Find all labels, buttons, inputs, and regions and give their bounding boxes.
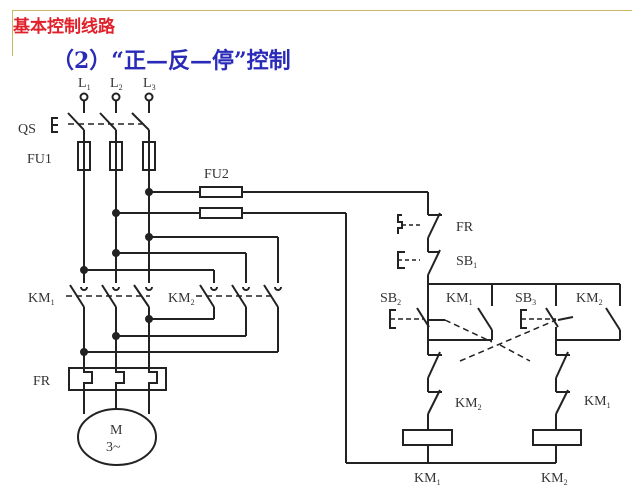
control-circuit: FR SB1 SB2 KM1 [346, 192, 621, 487]
interlock2-label: KM1 [584, 394, 611, 410]
fr-main-label: FR [33, 374, 51, 389]
motor-label: M [110, 423, 123, 438]
phase-wires [83, 170, 150, 283]
sb1-stop-button: SB1 [397, 249, 477, 346]
phase-label-l2: L2 [110, 76, 123, 92]
km1-main-label: KM1 [28, 291, 55, 307]
coil1-label: KM1 [414, 471, 441, 487]
fr-nc-contact: FR [397, 212, 474, 252]
section-title: 基本控制线路 [13, 17, 115, 37]
fr-contact-label: FR [456, 220, 474, 235]
slide-top-border [12, 10, 632, 11]
right-rung: KM1 [532, 346, 611, 463]
terminal-l1 [79, 92, 89, 102]
interlock1-label: KM2 [455, 396, 482, 412]
qs-label: QS [18, 122, 36, 137]
terminal-l3 [144, 92, 154, 102]
fu2-fuses: FU2 [112, 167, 428, 463]
fr-thermal-relay: FR [33, 367, 167, 414]
km2-main-contacts: KM2 [80, 284, 282, 356]
terminal-l2 [111, 92, 121, 102]
left-rung: KM2 [402, 346, 482, 463]
sb2-forward-button: SB2 [380, 291, 493, 343]
qs-switch: QS [18, 112, 150, 142]
coil-km1 [402, 429, 453, 446]
km2-feeder-wires [80, 233, 279, 283]
sb3-reverse-button: SB3 [515, 291, 574, 346]
phase-label-l1: L1 [78, 76, 91, 92]
motor: M 3~ [77, 408, 157, 466]
fu1-label: FU1 [27, 152, 52, 167]
slide-left-border [12, 10, 13, 56]
coil2-label: KM2 [541, 471, 568, 487]
km2-hold-label: KM2 [576, 291, 603, 307]
phase-label-l3: L3 [143, 76, 156, 92]
sb2-label: SB2 [380, 291, 401, 307]
sb1-label: SB1 [456, 254, 477, 270]
motor-symbol [77, 408, 157, 466]
fu1-fuses: FU1 [27, 141, 156, 171]
motor-phase-label: 3~ [106, 440, 121, 455]
km1-main-contacts: KM1 [28, 284, 153, 370]
km1-hold-contact: KM1 [446, 291, 493, 340]
coil-km2 [532, 429, 582, 446]
km2-hold-contact: KM2 [576, 291, 621, 340]
sb3-label: SB3 [515, 291, 536, 307]
km1-hold-label: KM1 [446, 291, 473, 307]
phase-terminals [79, 92, 154, 113]
subtitle: （2）“正—反—停”控制 [52, 48, 291, 74]
km2-main-label: KM2 [168, 291, 195, 307]
fu2-label: FU2 [204, 167, 229, 182]
phase-labels: L1 L2 L3 [78, 76, 156, 92]
